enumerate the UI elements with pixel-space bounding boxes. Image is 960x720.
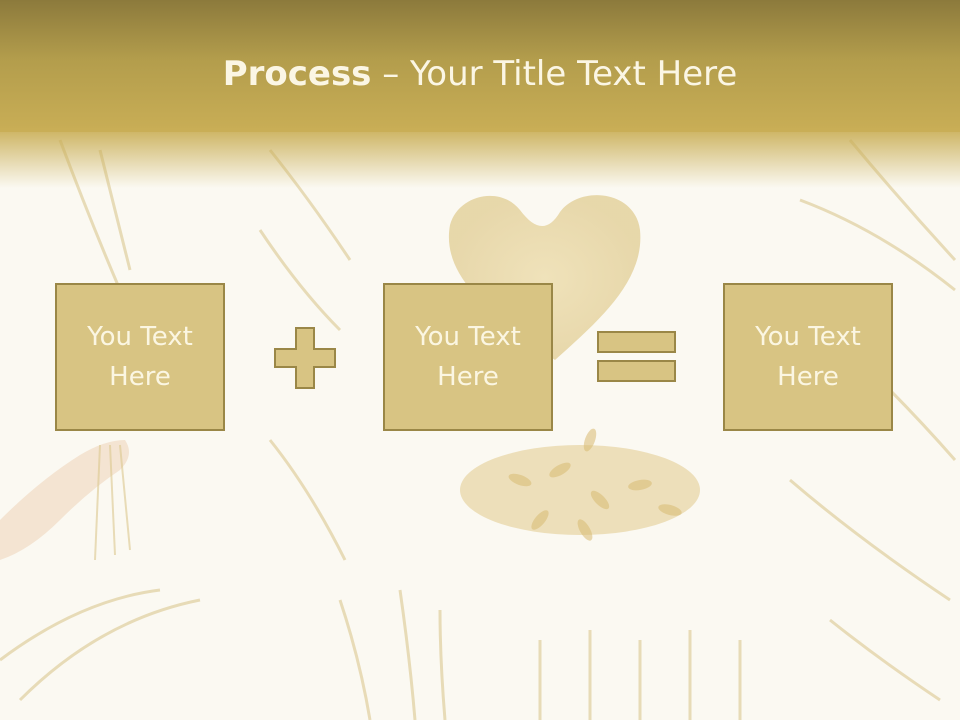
slide-title-bold: Process xyxy=(222,54,372,94)
process-box-2[interactable]: You Text Here xyxy=(383,283,553,431)
process-box-3-text: You Text Here xyxy=(755,322,861,392)
grain-heart xyxy=(448,195,641,360)
plus-icon xyxy=(274,327,336,389)
slide-title[interactable]: Process – Your Title Text Here xyxy=(0,52,960,96)
hand-shape xyxy=(0,440,129,560)
process-box-1-text: You Text Here xyxy=(87,322,193,392)
process-box-3[interactable]: You Text Here xyxy=(723,283,893,431)
grain-pile xyxy=(460,445,700,535)
title-bar-fade xyxy=(0,128,960,188)
title-bar xyxy=(0,0,960,132)
equals-icon xyxy=(597,331,676,382)
process-box-1[interactable]: You Text Here xyxy=(55,283,225,431)
process-box-2-text: You Text Here xyxy=(415,322,521,392)
slide-title-rest: – Your Title Text Here xyxy=(371,54,738,94)
